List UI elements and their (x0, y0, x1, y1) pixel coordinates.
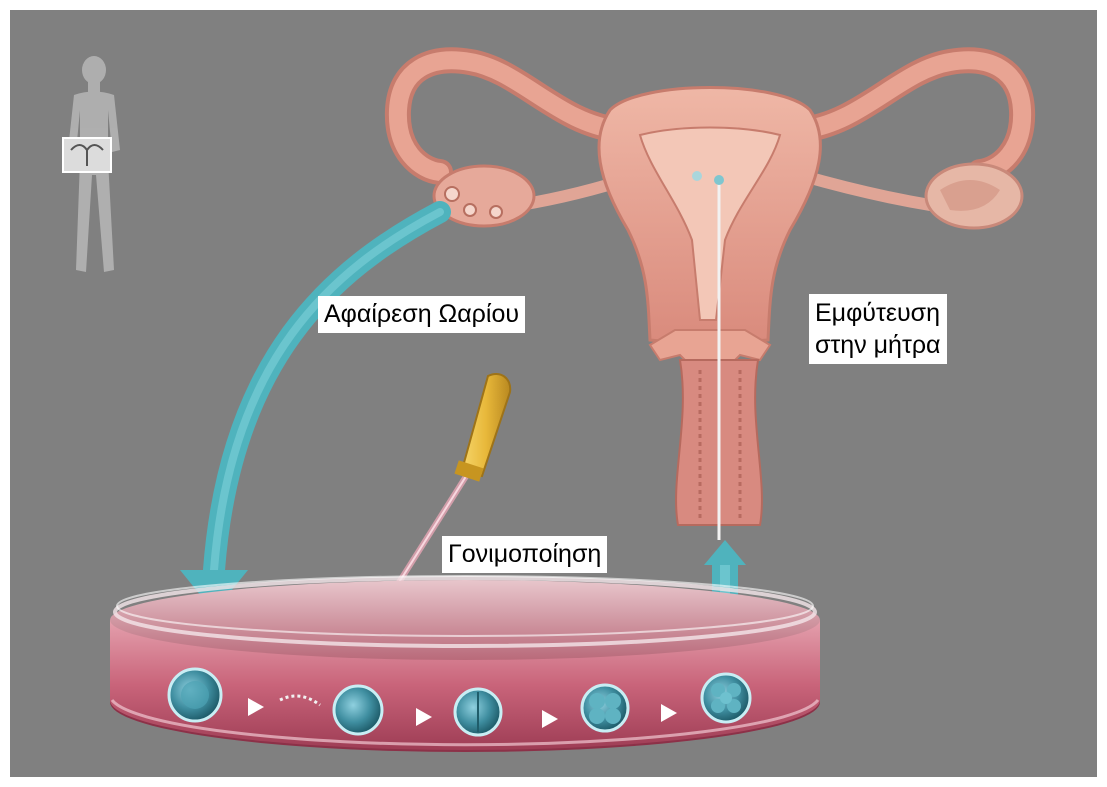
fertilization-text: Γονιμοποίηση (448, 540, 601, 568)
four-cell-embryo-icon (582, 685, 628, 731)
two-cell-embryo-icon (455, 689, 501, 735)
uterus-icon (63, 138, 111, 172)
multi-cell-embryo-icon (702, 674, 750, 722)
egg-retrieval-text: Αφαίρεση Ωαρίου (324, 300, 519, 328)
cell-icon (169, 669, 221, 721)
egg-retrieval-label: Αφαίρεση Ωαρίου (318, 296, 525, 333)
implantation-text-line2: στην μήτρα (815, 329, 941, 361)
ovary-right-icon (926, 164, 1022, 228)
implantation-text-line1: Εμφύτευση (815, 297, 941, 329)
implantation-label: Εμφύτευση στην μήτρα (809, 294, 947, 364)
fertilization-label: Γονιμοποίηση (442, 536, 607, 573)
